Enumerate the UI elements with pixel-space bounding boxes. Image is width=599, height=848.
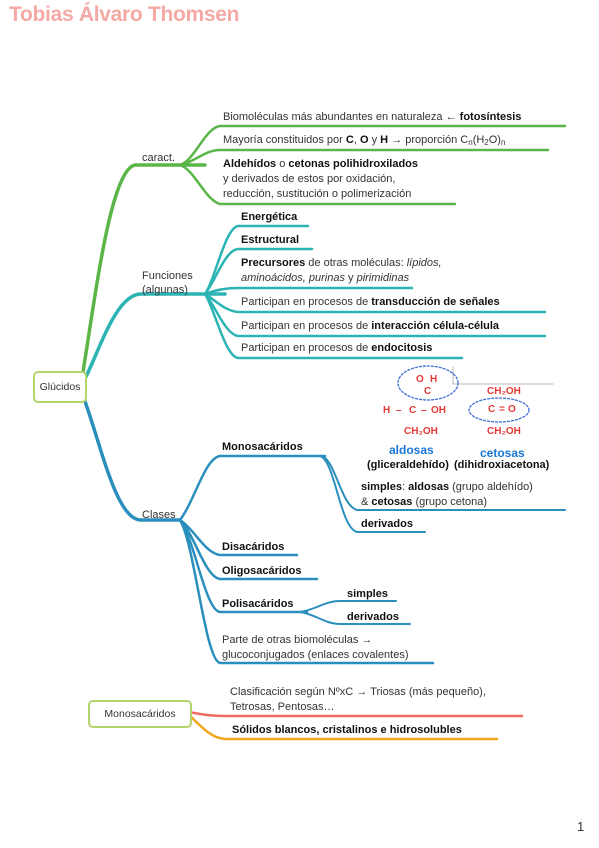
clase-disacaridos: Disacáridos (222, 541, 285, 553)
clase-oligosacaridos: Oligosacáridos (222, 565, 302, 577)
caract-item-3-o: o (279, 158, 286, 170)
caract-item-2-text: Mayoría constituidos por (223, 134, 343, 146)
interaccion-bold: interacción célula-célula (371, 320, 500, 332)
funcion-transduccion: Participan en procesos de transducción d… (241, 296, 500, 309)
aldosa-h: H (383, 405, 391, 416)
clase-parte-line1: Parte de otras biomoléculas → (222, 634, 373, 646)
mono-solidos: Sólidos blancos, cristalinos e hidrosolu… (232, 724, 462, 736)
aldosa-dash2: – (421, 405, 427, 416)
precursores-aminoacidos: aminoácidos, purinas (241, 272, 345, 284)
aldosa-c2: C (409, 405, 417, 416)
mono-simples-colon: : (401, 481, 406, 493)
caract-item-3-line3: reducción, sustitución o polimerización (223, 188, 412, 200)
caract-item-2-o: O (359, 134, 369, 146)
clase-parte-line2: glucoconjugados (enlaces covalentes) (222, 649, 409, 661)
precursores-lipidos: lípidos, (406, 257, 442, 269)
mono-aldosas-text: (grupo aldehído) (452, 481, 533, 493)
precursores-pirimidinas: pirimidinas (356, 272, 410, 284)
aldosa-o: O (416, 374, 424, 385)
funcion-endocitosis: Participan en procesos de endocitosis (241, 342, 432, 355)
cetosas-label: cetosas (480, 446, 525, 460)
funcion-precursores-line2: aminoácidos, purinas y pirimidinas (241, 272, 409, 285)
caract-item-2-sub-n1: n (468, 138, 473, 147)
caract-item-2: Mayoría constituidos por C, O y H → prop… (223, 134, 506, 147)
precursores-y: y (348, 272, 354, 284)
funcion-energetica: Energética (241, 211, 298, 223)
mono-simples-line2: & cetosas (grupo cetona) (361, 496, 487, 509)
caract-item-3-bold2: cetonas polihidroxilados (288, 158, 418, 170)
root-node-glucidos[interactable]: Glúcidos (33, 371, 87, 403)
monosacaridos-box-label: Monosacáridos (104, 708, 176, 720)
mono-cetosas-text: (grupo cetona) (415, 496, 487, 508)
dihidroxiacetona-label: (dihidroxiacetona) (454, 459, 550, 471)
poli-simples: simples (347, 588, 388, 600)
caract-item-1: Biomoléculas más abundantes en naturalez… (223, 111, 521, 124)
precursores-bold: Precursores (241, 257, 306, 269)
cetosa-eq: = (499, 404, 505, 415)
branch-clases-label: Clases (142, 509, 176, 521)
mono-clasificacion-line1: Clasificación según NºxC → Triosas (más … (230, 686, 486, 698)
cetosa-c: C (488, 404, 496, 415)
endocitosis-bold: endocitosis (371, 342, 433, 354)
branch-caract-label: caract. (142, 152, 176, 164)
caract-item-2-h: H (380, 134, 389, 146)
aldosa-dash1: – (396, 405, 402, 416)
caract-item-1-bold: fotosíntesis (459, 111, 522, 123)
author-header: Tobias Álvaro Thomsen (9, 3, 240, 26)
aldosa-ch2oh: CH₂OH (404, 426, 438, 437)
mono-amp: & (361, 496, 369, 508)
funcion-precursores-line1: Precursores de otras moléculas: lípidos, (241, 257, 442, 270)
cetosa-ch2oh-top: CH₂OH (487, 386, 521, 397)
aldosas-label: aldosas (389, 443, 434, 457)
caract-item-3-bold1: Aldehídos (223, 158, 277, 170)
transduccion-text: Participan en procesos de (241, 296, 369, 308)
branch-funciones-label: Funciones (142, 270, 193, 282)
gliceraldehido-label: (gliceraldehído) (367, 459, 449, 471)
precursores-text: de otras moléculas: (308, 257, 404, 269)
caract-item-2-mid: (H (472, 134, 485, 146)
funcion-interaccion: Participan en procesos de interacción cé… (241, 320, 499, 333)
cetosa-ch2oh-bot: CH₂OH (487, 426, 521, 437)
aldosa-h-top: H (430, 374, 438, 385)
mono-cetosas-bold: cetosas (371, 496, 413, 508)
mono-simples-bold: simples (361, 481, 402, 493)
poli-derivados: derivados (347, 611, 399, 623)
mono-clasificacion-line2: Tetrosas, Pentosas… (230, 701, 335, 713)
caract-item-2-c: C (345, 134, 354, 146)
transduccion-bold: transducción de señales (371, 296, 500, 308)
node-monosacaridos[interactable]: Monosacáridos (88, 700, 192, 728)
endocitosis-text: Participan en procesos de (241, 342, 369, 354)
caract-item-2-sub-n2: n (500, 138, 506, 147)
page-number: 1 (577, 819, 585, 834)
aldosa-c: C (424, 386, 432, 397)
funcion-estructural: Estructural (241, 234, 300, 246)
caract-item-3-line2: y derivados de estos por oxidación, (223, 173, 396, 185)
caract-item-2-arrow: → proporción C (391, 134, 469, 146)
cetosa-o: O (508, 404, 516, 415)
interaccion-text: Participan en procesos de (241, 320, 369, 332)
branch-funciones-sublabel: (algunas) (142, 284, 188, 296)
caract-item-2-y: y (371, 134, 378, 146)
mono-simples-line1: simples: aldosas (grupo aldehído) (361, 481, 533, 494)
caract-item-2-o2: O) (488, 134, 501, 146)
clase-polisacaridos: Polisacáridos (222, 598, 294, 610)
mono-derivados: derivados (361, 518, 413, 530)
aldosa-oh: OH (431, 405, 446, 416)
mono-aldosas-bold: aldosas (408, 481, 450, 493)
caract-item-2-sub-2: 2 (484, 138, 489, 147)
clase-monosacaridos: Monosacáridos (222, 441, 303, 453)
root-label: Glúcidos (39, 381, 81, 393)
caract-item-1-text: Biomoléculas más abundantes en naturalez… (223, 111, 457, 123)
caract-item-3-line1: Aldehídos o cetonas polihidroxilados (223, 158, 418, 171)
